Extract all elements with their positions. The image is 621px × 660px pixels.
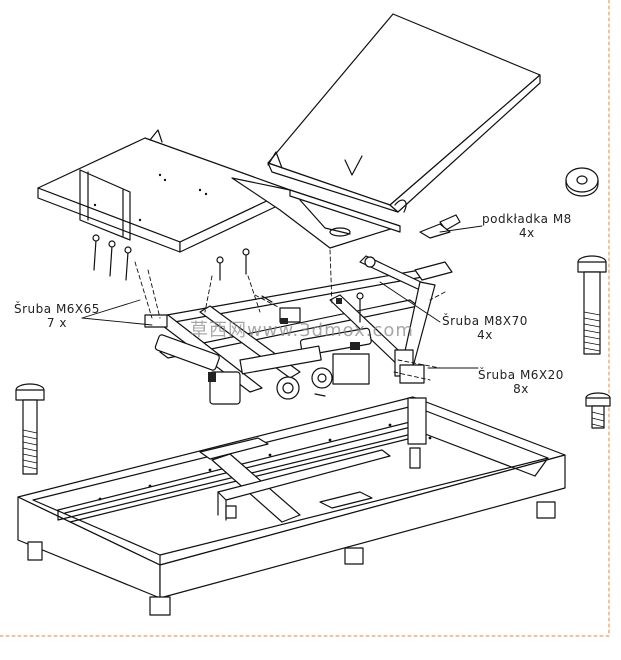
bolt-m6x20-part (585, 392, 611, 429)
callout-screw-m6x65: Šruba M6X65 7 x (14, 302, 100, 330)
callout-screw-m8x70-qty: 4x (477, 328, 493, 342)
bolt-m8x70-part (577, 255, 607, 355)
bolt-m6x65-part (15, 383, 45, 475)
leader-lines (81, 225, 483, 369)
screw-m6x65-set (92, 234, 250, 281)
drawing-frame (0, 0, 610, 637)
bed-base-frame (17, 396, 566, 616)
callout-screw-m8x70-name: Šruba M8X70 (442, 314, 528, 328)
callout-screw-m6x20: Šruba M6X20 8x (478, 368, 564, 396)
callout-screw-m6x20-qty: 8x (513, 382, 529, 396)
watermark-text: 草西网www.3dmox.com (190, 320, 414, 341)
washer-m8-part (565, 167, 599, 197)
callout-screw-m6x20-name: Šruba M6X20 (478, 368, 564, 382)
head-panel (37, 129, 291, 253)
loose-screws (92, 234, 446, 397)
callout-screw-m6x65-name: Šruba M6X65 (14, 302, 100, 316)
callout-screw-m8x70: Šruba M8X70 4x (442, 314, 528, 342)
callout-washer-m8: podkładka M8 4x (482, 212, 572, 240)
callout-washer-m8-qty: 4x (519, 226, 535, 240)
middle-panel (231, 177, 401, 249)
callout-washer-m8-name: podkładka M8 (482, 212, 572, 226)
rim-holes (98, 423, 432, 501)
lift-mechanism (144, 255, 453, 405)
callout-screw-m6x65-qty: 7 x (46, 316, 67, 330)
backrest-panel (267, 13, 541, 239)
